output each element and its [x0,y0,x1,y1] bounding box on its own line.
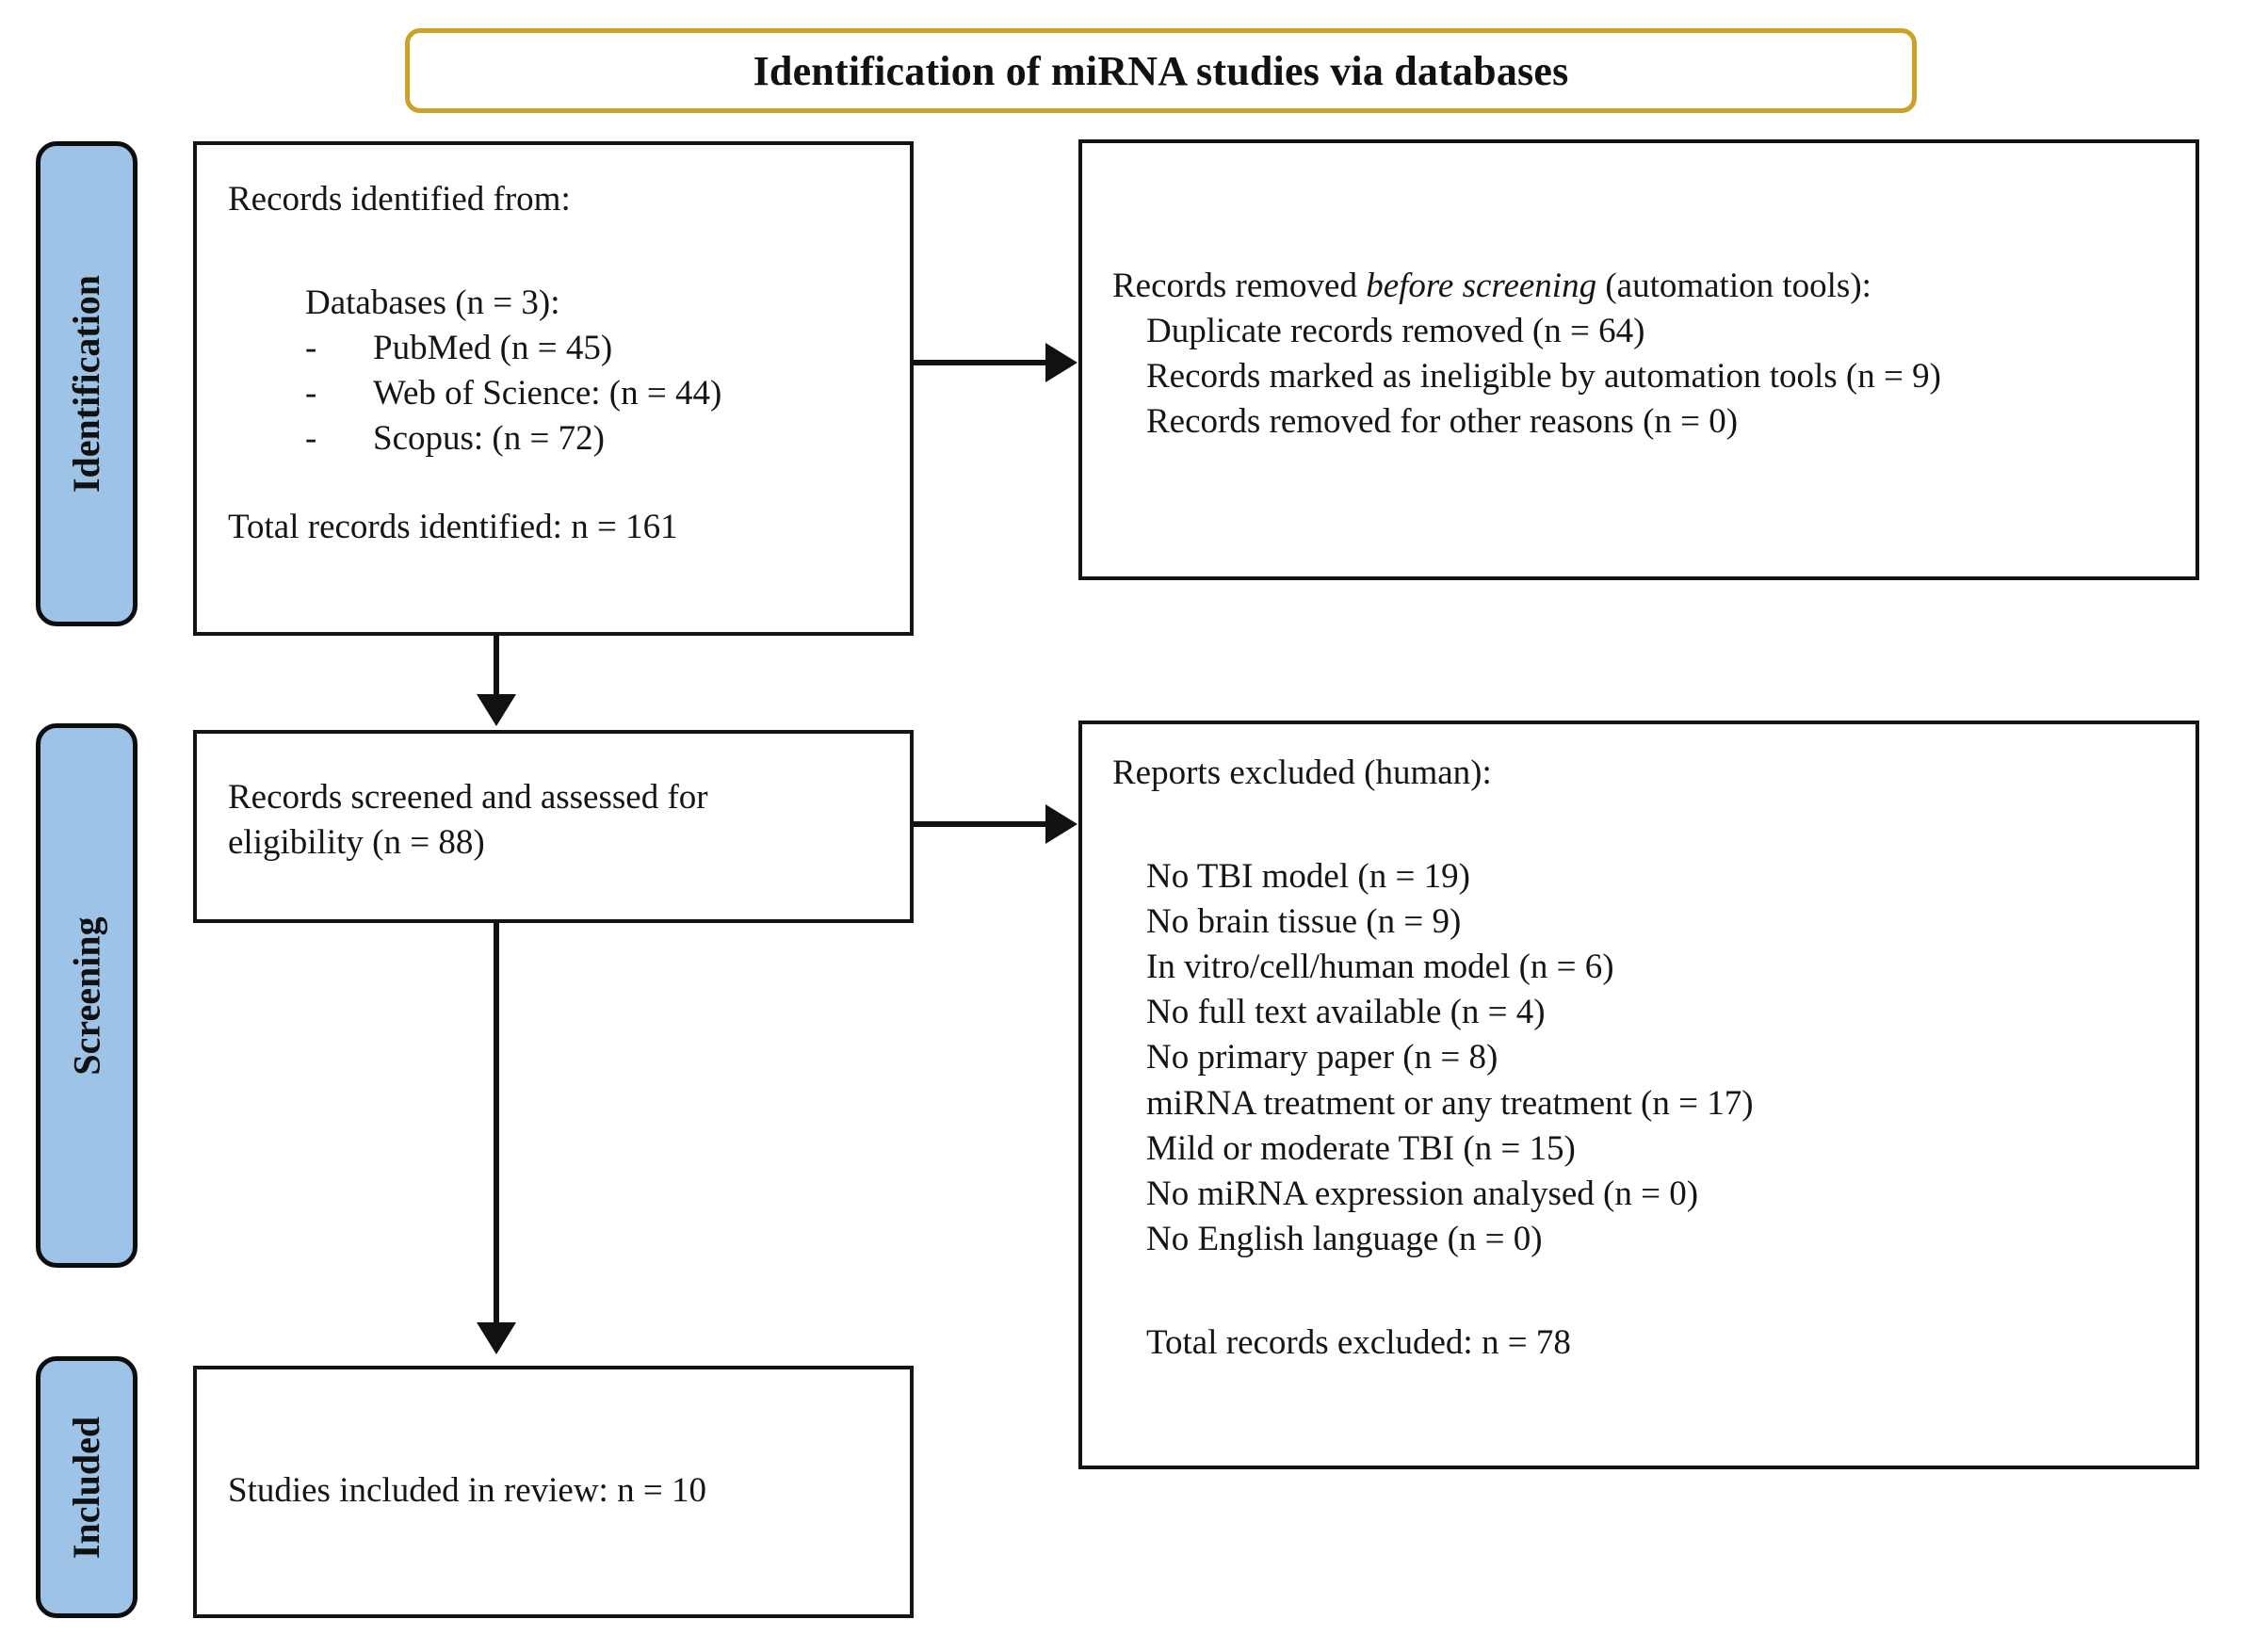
records-identified-total: Total records identified: n = 161 [228,508,678,547]
records-removed-item-other: Records removed for other reasons (n = 0… [1146,402,1739,442]
arrowhead-identified-to-removed-icon [1045,343,1077,382]
connector-screened-to-excluded [914,821,1047,827]
box-records-removed-before-screening: Records removed before screening (automa… [1078,139,2199,580]
stage-label-identification-text: Identification [65,274,108,494]
reason-mirna-treatment: miRNA treatment or any treatment (n = 17… [1146,1083,1754,1123]
records-removed-item-ineligible: Records marked as ineligible by automati… [1146,357,1941,397]
box-reports-excluded: Reports excluded (human): No TBI model (… [1078,721,2199,1469]
records-screened-line-1: Records screened and assessed for [228,778,708,817]
bullet-dash-icon: - [305,374,317,413]
stage-label-included: Included [36,1356,138,1618]
stage-label-screening-text: Screening [65,915,108,1076]
reason-mild-or-moderate-tbi: Mild or moderate TBI (n = 15) [1146,1128,1576,1168]
source-label-web-of-science: Web of Science: (n = 44) [373,374,722,413]
source-row-web-of-science: - Web of Science: (n = 44) [228,371,910,416]
records-removed-heading-pre: Records removed [1112,267,1367,305]
stage-label-identification: Identification [36,141,138,626]
records-removed-heading-italic: before screening [1366,267,1597,305]
connector-identified-to-screened [494,636,499,696]
bullet-dash-icon: - [305,329,317,368]
records-removed-heading-post: (automation tools): [1596,267,1871,305]
connector-screened-to-included [494,923,499,1324]
box-records-screened: Records screened and assessed for eligib… [193,730,914,923]
source-row-scopus: - Scopus: (n = 72) [228,416,910,462]
source-label-scopus: Scopus: (n = 72) [373,419,605,459]
records-removed-heading: Records removed before screening (automa… [1112,264,2195,309]
diagram-title-box: Identification of miRNA studies via data… [405,28,1917,113]
stage-label-included-text: Included [65,1416,108,1559]
reason-in-vitro-cell-human-model: In vitro/cell/human model (n = 6) [1146,948,1614,987]
records-screened-line-2: eligibility (n = 88) [228,823,485,863]
records-identified-heading: Records identified from: [228,180,571,219]
reason-no-brain-tissue: No brain tissue (n = 9) [1146,902,1462,942]
connector-identified-to-removed [914,360,1047,365]
records-identified-subheading: Databases (n = 3): [305,283,560,323]
stage-label-screening: Screening [36,723,138,1268]
arrowhead-screened-to-included-icon [477,1322,516,1354]
box-records-identified: Records identified from: Databases (n = … [193,141,914,636]
arrowhead-identified-to-screened-icon [477,694,516,726]
reason-no-primary-paper: No primary paper (n = 8) [1146,1038,1498,1077]
reports-excluded-heading: Reports excluded (human): [1112,753,1492,792]
box-studies-included: Studies included in review: n = 10 [193,1366,914,1618]
page-title: Identification of miRNA studies via data… [753,47,1569,94]
arrowhead-screened-to-excluded-icon [1045,804,1077,844]
reason-no-tbi-model: No TBI model (n = 19) [1146,857,1470,897]
reason-no-mirna-expression: No miRNA expression analysed (n = 0) [1146,1174,1699,1213]
reason-no-full-text: No full text available (n = 4) [1146,993,1546,1032]
reason-no-english-language: No English language (n = 0) [1146,1219,1543,1258]
source-label-pubmed: PubMed (n = 45) [373,329,613,368]
studies-included-text: Studies included in review: n = 10 [228,1471,706,1510]
reports-excluded-total: Total records excluded: n = 78 [1146,1322,1571,1362]
bullet-dash-icon: - [305,419,317,459]
records-removed-item-duplicates: Duplicate records removed (n = 64) [1146,312,1645,351]
source-row-pubmed: - PubMed (n = 45) [228,326,910,371]
